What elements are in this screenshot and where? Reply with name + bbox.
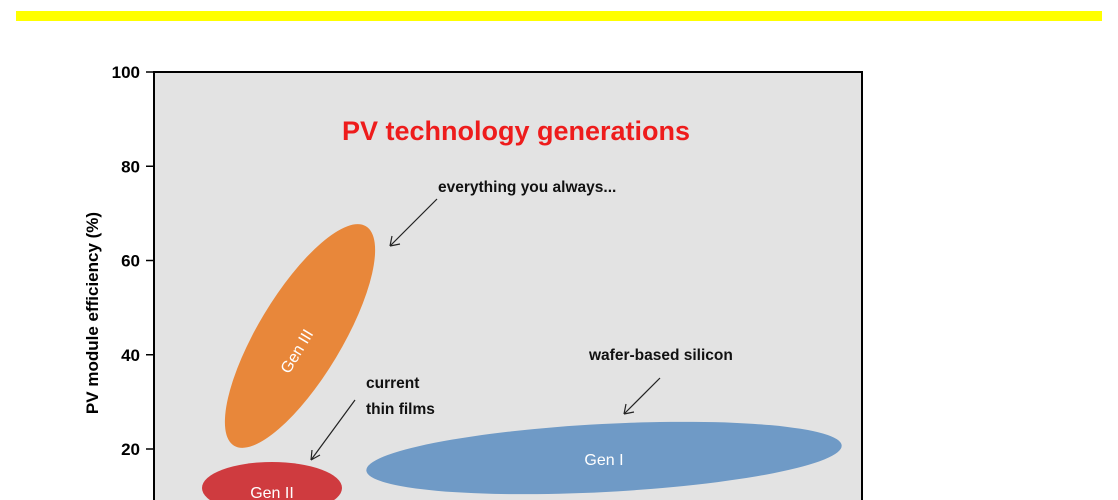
annotation-gen-i: wafer-based silicon (588, 347, 733, 364)
arrow-gen-i-line (623, 377, 661, 415)
y-tick-label: 60 (121, 252, 140, 271)
y-tick-label: 20 (121, 440, 140, 459)
arrow-gen-i-head (623, 403, 635, 415)
top-banner (0, 0, 1118, 26)
y-axis-label: PV module efficiency (%) (83, 212, 102, 414)
region-gen-i-label: Gen I (584, 452, 623, 469)
region-gen-i (366, 421, 842, 495)
region-gen-ii (202, 462, 342, 500)
y-tick-label: 40 (121, 346, 140, 365)
y-tick-label: 80 (121, 157, 140, 176)
region-gen-iii (224, 224, 376, 448)
y-axis-ticks: 20 40 60 80 100 (112, 63, 154, 459)
annotation-gen-ii-line2: thin films (366, 401, 435, 418)
chart-title: PV technology generations (342, 116, 690, 146)
annotation-gen-ii-line1: current (366, 375, 419, 392)
annotation-gen-iii: everything you always... (438, 179, 616, 196)
region-gen-ii-label: Gen II (250, 485, 294, 500)
banner-stripe (16, 11, 1102, 21)
banner-top-edge (0, 0, 1118, 6)
arrow-gen-ii-head (310, 449, 321, 461)
arrow-gen-iii-head (389, 235, 401, 247)
arrow-gen-iii-line (389, 198, 438, 247)
arrow-gen-ii-line (310, 399, 356, 461)
y-tick-label: 100 (112, 63, 140, 82)
